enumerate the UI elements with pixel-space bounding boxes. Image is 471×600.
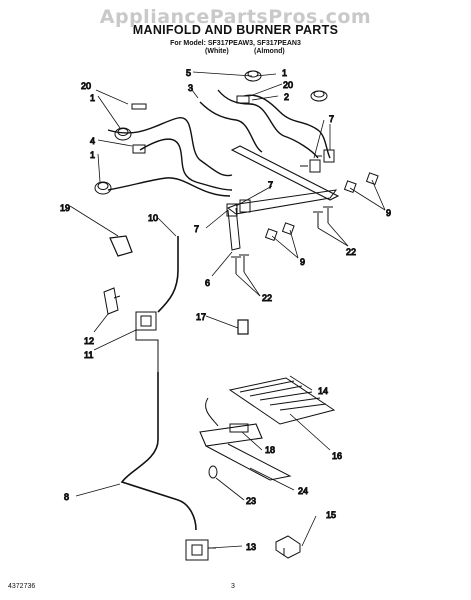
page-number: 3: [231, 583, 235, 590]
burner-bracket: [205, 443, 292, 481]
callout-7: 7: [194, 224, 199, 234]
valve-knob-icon: [281, 222, 295, 236]
burner-head-icon: [114, 127, 132, 141]
regulator-tube: [157, 236, 179, 313]
page-title: MANIFOLD AND BURNER PARTS: [132, 23, 339, 37]
callout-13: 13: [246, 542, 256, 552]
gas-tube-left: [107, 117, 233, 177]
watermark: AppliancePartsPros.com: [99, 6, 372, 28]
callout-10: 10: [148, 213, 158, 223]
connector-line: [135, 325, 159, 372]
manifold-pipe-lower: [226, 189, 338, 215]
orifice-icon: [208, 465, 218, 479]
variant-white: (White): [205, 48, 229, 55]
callout-5: 5: [186, 68, 191, 78]
document-number: 4372736: [8, 583, 36, 590]
screw-icon: [231, 256, 241, 274]
callout-17: 17: [196, 312, 206, 322]
leader-lines: [69, 71, 386, 549]
gas-tube-left-3: [107, 177, 231, 197]
burner-head-icon: [94, 181, 112, 195]
screw-icon: [239, 254, 249, 272]
valve-icon: [300, 159, 321, 173]
callout-16: 16: [332, 451, 342, 461]
valve-knob-icon: [343, 180, 357, 194]
manifold-pipe: [230, 145, 340, 201]
callout-6: 6: [205, 278, 210, 288]
valve-knob-icon: [264, 228, 278, 242]
callout-1: 1: [90, 93, 95, 103]
clip-bracket-icon: [275, 535, 301, 559]
callout-18: 18: [265, 445, 275, 455]
igniter-icon: [229, 423, 249, 433]
callout-12: 12: [84, 336, 94, 346]
callout-11: 11: [84, 350, 93, 360]
screw-icon: [323, 206, 333, 223]
burner-base-icon: [236, 95, 250, 104]
gas-tube-right: [217, 89, 319, 159]
callout-9: 9: [386, 208, 391, 218]
gas-tube-right-3: [199, 101, 263, 153]
callout-23: 23: [246, 496, 256, 506]
callout-8: 8: [64, 492, 69, 502]
callout-14: 14: [318, 386, 328, 396]
manifold-bracket: [227, 207, 241, 251]
callout-9: 9: [300, 257, 305, 267]
safety-valve-icon: [185, 539, 216, 561]
callout-15: 15: [326, 510, 336, 520]
gas-tube-left-2: [139, 138, 233, 191]
heat-shield-icon: [109, 235, 133, 257]
callout-22: 22: [262, 293, 272, 303]
model-number-1: SF317PEAW3: [207, 40, 253, 47]
spark-electrode-icon: [131, 103, 147, 110]
valve-icon: [226, 203, 238, 217]
callout-1: 1: [282, 68, 287, 78]
model-prefix: For Model:: [170, 40, 208, 47]
gas-tube-right-2: [243, 94, 331, 159]
valve-knob-icon: [365, 172, 379, 186]
burner-tube: [199, 423, 263, 447]
burner-base-icon: [132, 144, 146, 154]
callout-7: 7: [329, 114, 334, 124]
callout-19: 19: [60, 203, 70, 213]
gas-supply-tube: [120, 372, 197, 531]
callout-20: 20: [283, 80, 293, 90]
burner-head-icon: [244, 70, 262, 82]
igniter-wire: [205, 397, 219, 427]
callout-2: 2: [284, 92, 289, 102]
valve-icon: [239, 199, 251, 213]
burner-plate-ribs: [239, 380, 327, 411]
model-separator: ,: [253, 40, 257, 47]
callout-3: 3: [188, 83, 193, 93]
callout-20: 20: [81, 81, 91, 91]
screw-icon: [313, 211, 323, 228]
callout-7: 7: [268, 180, 273, 190]
model-line: For Model: SF317PEAW3, SF317PEAN3: [0, 40, 471, 47]
callout-24: 24: [298, 486, 308, 496]
callout-1: 1: [90, 150, 95, 160]
mounting-bracket-icon: [103, 287, 121, 315]
spark-module-icon: [237, 319, 249, 335]
burner-head-icon: [310, 90, 328, 102]
variant-almond: (Almond): [254, 48, 285, 55]
model-number-2: SF317PEAN3: [256, 40, 301, 47]
pressure-regulator-icon: [135, 311, 157, 331]
burner-plate: [228, 377, 336, 425]
valve-icon: [316, 149, 335, 163]
callout-22: 22: [346, 247, 356, 257]
callout-4: 4: [90, 136, 95, 146]
